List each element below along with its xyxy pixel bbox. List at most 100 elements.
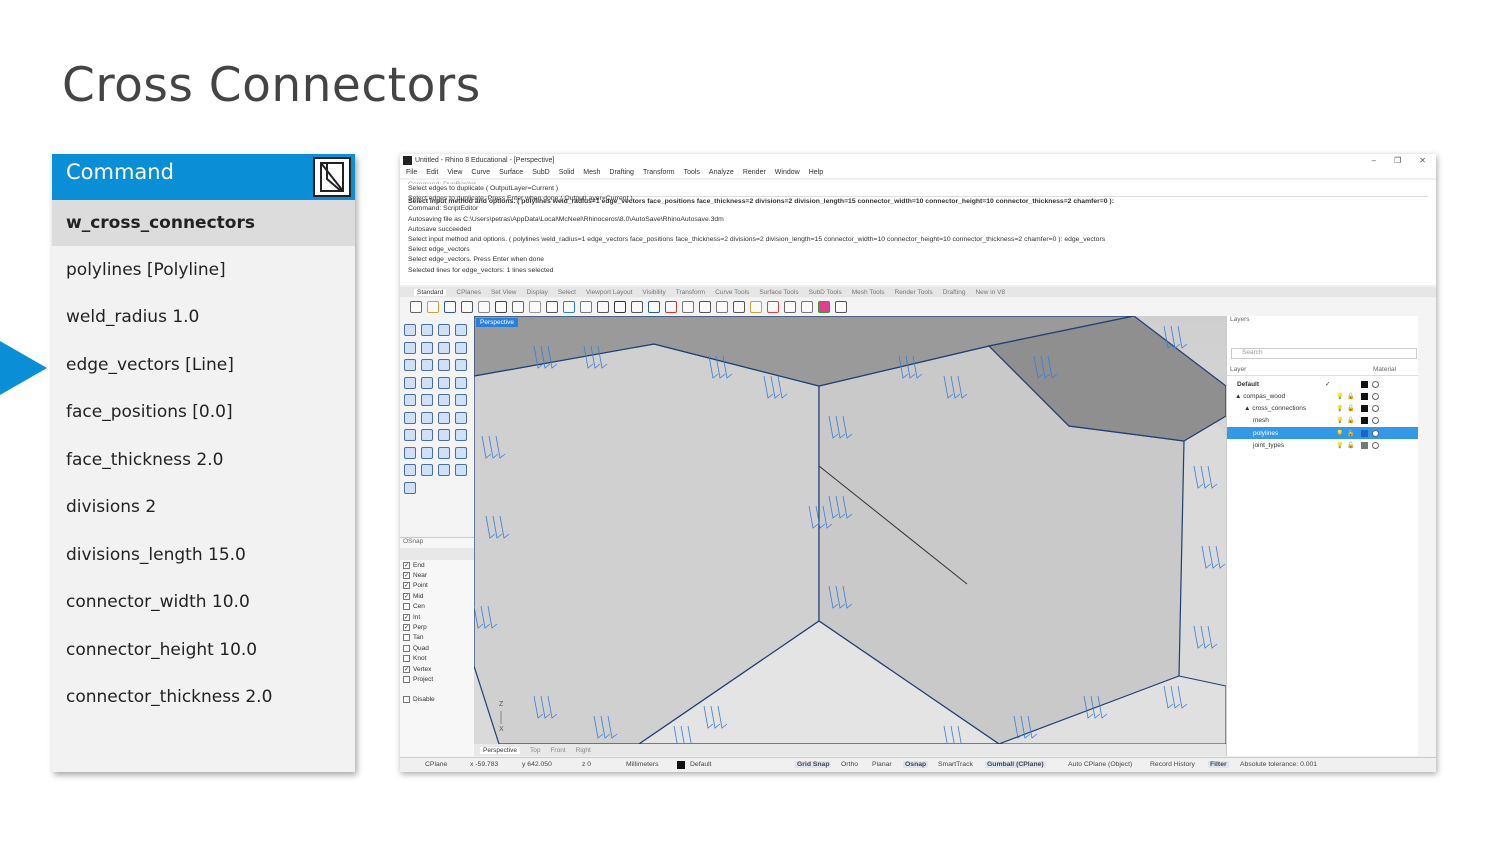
filter-toggle[interactable]: Filter xyxy=(1208,761,1229,768)
command-prompt[interactable]: Select input method and options. ( polyl… xyxy=(408,196,1428,206)
checkbox[interactable]: ✓ xyxy=(403,624,410,632)
layer-color-swatch[interactable] xyxy=(1361,417,1368,425)
layer-color-swatch[interactable] xyxy=(1361,392,1368,400)
close-icon[interactable]: ✕ xyxy=(1419,155,1426,165)
toolbar-tab[interactable]: Select xyxy=(557,288,576,296)
modeling-tool-icon[interactable] xyxy=(404,359,416,371)
layer-color-swatch[interactable] xyxy=(1361,429,1368,437)
modeling-tool-icon[interactable] xyxy=(421,359,433,371)
visibility-bulb-icon[interactable]: 💡 xyxy=(1336,443,1344,449)
toolbar-tool-icon[interactable] xyxy=(512,301,524,313)
visibility-bulb-icon[interactable]: 💡 xyxy=(1336,418,1344,425)
toolbar-tool-icon[interactable] xyxy=(614,301,626,313)
modeling-tool-icon[interactable] xyxy=(455,359,467,371)
osnap-toggle[interactable]: Osnap xyxy=(903,761,929,768)
toolbar-tool-icon[interactable] xyxy=(580,301,592,313)
menu-drafting[interactable]: Drafting xyxy=(609,168,634,176)
menu-file[interactable]: File xyxy=(406,168,418,176)
modeling-tool-icon[interactable] xyxy=(455,394,467,406)
checkbox[interactable]: ✓ xyxy=(403,582,410,590)
menu-help[interactable]: Help xyxy=(808,168,824,176)
menu-subd[interactable]: SubD xyxy=(532,168,550,176)
modeling-tool-icon[interactable] xyxy=(421,376,433,389)
layer-row[interactable]: Default✓ xyxy=(1227,378,1419,390)
modeling-tool-icon[interactable] xyxy=(455,429,467,441)
osnap-mid[interactable]: ✓Mid xyxy=(400,591,474,601)
modeling-tool-icon[interactable] xyxy=(404,464,416,476)
viewport-tab-top[interactable]: Top xyxy=(529,746,541,754)
modeling-tool-icon[interactable] xyxy=(438,359,450,371)
layer-row[interactable]: polylines💡🔓 xyxy=(1227,427,1419,440)
menu-mesh[interactable]: Mesh xyxy=(583,168,601,176)
osnap-quad[interactable]: Quad xyxy=(400,643,474,653)
menu-analyze[interactable]: Analyze xyxy=(708,168,734,176)
modeling-tool-icon[interactable] xyxy=(421,429,433,441)
toolbar-tool-icon[interactable] xyxy=(597,301,609,313)
toolbar-tool-icon[interactable] xyxy=(410,301,422,313)
layer-row[interactable]: mesh💡🔓 xyxy=(1227,415,1419,427)
modeling-tool-icon[interactable] xyxy=(421,394,433,406)
material-circle-icon[interactable] xyxy=(1372,442,1379,449)
modeling-tool-icon[interactable] xyxy=(455,464,467,476)
osnap-vertex[interactable]: ✓Vertex xyxy=(400,664,474,674)
osnap-int[interactable]: ✓Int xyxy=(400,612,474,622)
osnap-cen[interactable]: Cen xyxy=(400,602,474,612)
modeling-tool-icon[interactable] xyxy=(455,411,467,424)
toolbar-tool-icon[interactable] xyxy=(631,301,643,313)
record-history-toggle[interactable]: Record History xyxy=(1150,761,1195,768)
modeling-tool-icon[interactable] xyxy=(455,341,467,354)
toolbar-tool-icon[interactable] xyxy=(444,301,456,313)
material-circle-icon[interactable] xyxy=(1372,417,1379,425)
layer-color-swatch[interactable] xyxy=(1361,442,1368,449)
checkbox[interactable]: ✓ xyxy=(403,592,410,600)
layer-row[interactable]: joint_types💡🔓 xyxy=(1227,440,1419,452)
osnap-tan[interactable]: Tan xyxy=(400,633,474,643)
checkbox[interactable] xyxy=(403,675,410,683)
osnap-point[interactable]: ✓Point xyxy=(400,581,474,591)
lock-icon[interactable]: 🔓 xyxy=(1347,393,1355,400)
toolbar-tool-icon[interactable] xyxy=(733,301,745,313)
modeling-tool-icon[interactable] xyxy=(421,411,433,424)
modeling-tool-icon[interactable] xyxy=(438,446,450,459)
viewport-tab-perspective[interactable]: Perspective xyxy=(480,746,520,754)
checkbox[interactable] xyxy=(403,634,410,642)
material-circle-icon[interactable] xyxy=(1372,405,1379,413)
layers-search-input[interactable]: Search xyxy=(1231,348,1417,359)
osnap-tabs[interactable] xyxy=(400,548,474,560)
planar-toggle[interactable]: Planar xyxy=(872,761,892,768)
toolbar-tool-icon[interactable] xyxy=(546,301,558,313)
osnap-knot[interactable]: Knot xyxy=(400,654,474,664)
osnap-near[interactable]: ✓Near xyxy=(400,570,474,580)
viewport-tab-right[interactable]: Right xyxy=(575,746,591,754)
toolbar-tab[interactable]: Display xyxy=(526,288,548,296)
toolbar-tab[interactable]: SubD Tools xyxy=(808,288,842,296)
modeling-tool-icon[interactable] xyxy=(404,446,416,459)
toolbar-tab[interactable]: Surface Tools xyxy=(759,288,799,296)
checkbox[interactable] xyxy=(403,603,410,611)
toolbar-tool-icon[interactable] xyxy=(818,301,830,313)
layer-row[interactable]: ▲ compas_wood💡🔓 xyxy=(1227,390,1419,402)
modeling-tool-icon[interactable] xyxy=(404,324,416,336)
toolbar-tool-icon[interactable] xyxy=(716,301,728,313)
modeling-tool-icon[interactable] xyxy=(404,341,416,354)
modeling-tool-icon[interactable] xyxy=(438,341,450,354)
modeling-tool-icon[interactable] xyxy=(404,429,416,441)
modeling-tool-icon[interactable] xyxy=(455,376,467,389)
toolbar-tool-icon[interactable] xyxy=(648,301,660,313)
visibility-bulb-icon[interactable]: 💡 xyxy=(1336,393,1344,400)
modeling-tool-icon[interactable] xyxy=(404,376,416,389)
modeling-tool-icon[interactable] xyxy=(455,446,467,459)
grid-snap-toggle[interactable]: Grid Snap xyxy=(795,761,832,768)
modeling-tool-icon[interactable] xyxy=(421,446,433,459)
layer-color-swatch[interactable] xyxy=(1361,380,1368,388)
toolbar-tool-icon[interactable] xyxy=(750,301,762,313)
modeling-tool-icon[interactable] xyxy=(438,411,450,424)
modeling-tool-icon[interactable] xyxy=(404,411,416,424)
toolbar-tool-icon[interactable] xyxy=(784,301,796,313)
toolbar-tab[interactable]: Viewport Layout xyxy=(585,288,633,296)
checkbox[interactable] xyxy=(403,655,410,663)
osnap-perp[interactable]: ✓Perp xyxy=(400,622,474,632)
status-layer[interactable]: Default xyxy=(690,761,712,768)
modeling-tool-icon[interactable] xyxy=(438,376,450,389)
perspective-viewport[interactable]: Z X Perspective xyxy=(474,316,1226,744)
